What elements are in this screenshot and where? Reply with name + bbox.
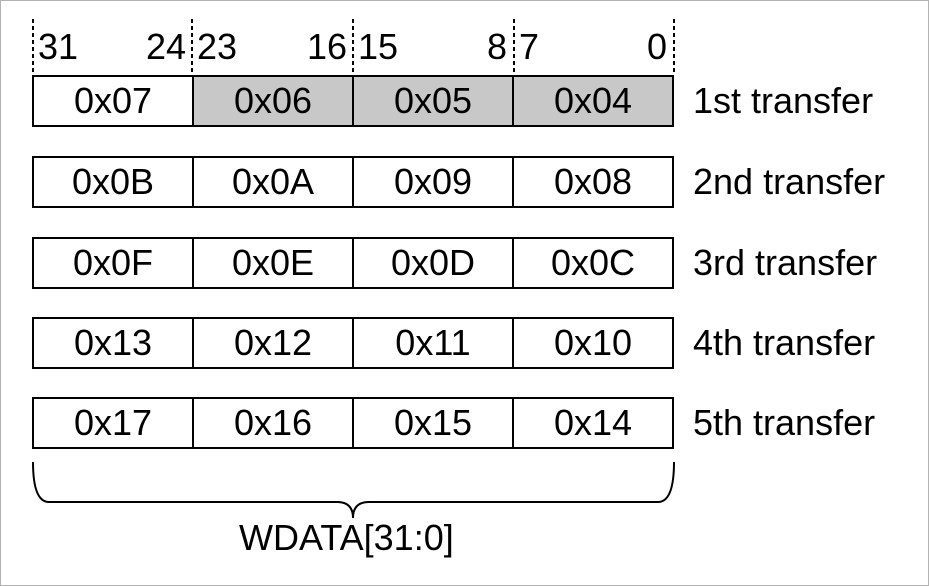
transfer-row-5: 0x17 0x16 0x15 0x14 xyxy=(32,397,674,449)
transfer-label-2: 2nd transfer xyxy=(693,161,886,202)
byte-cell: 0x0F xyxy=(72,242,154,283)
byte-cell: 0x04 xyxy=(512,77,672,125)
byte-cell: 0x09 xyxy=(352,158,512,206)
transfer-row-2: 0x0B 0x0A 0x09 0x08 xyxy=(32,156,674,208)
byte-cell: 0x0D xyxy=(352,239,512,287)
byte-cell: 0x10 xyxy=(512,319,672,367)
transfer-row-3: 0x0F 0x0E 0x0D 0x0C xyxy=(32,237,674,289)
byte-cell: 0x0A xyxy=(192,158,352,206)
bit-label-24: 24 xyxy=(146,26,187,67)
bit-label-15: 15 xyxy=(358,26,399,67)
byte-cell: 0x14 xyxy=(512,399,672,447)
byte-cell: 0x07 xyxy=(73,80,153,121)
byte-cell: 0x0C xyxy=(512,239,672,287)
transfer-row-4: 0x13 0x12 0x11 0x10 xyxy=(32,317,674,369)
bus-label: WDATA[31:0] xyxy=(239,517,454,558)
bit-label-0: 0 xyxy=(647,26,668,67)
transfer-label-3: 3rd transfer xyxy=(693,242,878,283)
byte-cell: 0x15 xyxy=(352,399,512,447)
bit-label-7: 7 xyxy=(519,26,540,67)
byte-cell: 0x05 xyxy=(352,77,512,125)
transfer-label-5: 5th transfer xyxy=(693,402,876,443)
bit-label-8: 8 xyxy=(487,26,508,67)
byte-cell: 0x0B xyxy=(71,161,155,202)
bit-label-16: 16 xyxy=(307,26,348,67)
byte-cell: 0x16 xyxy=(192,399,352,447)
byte-cell: 0x11 xyxy=(352,319,512,367)
bus-brace xyxy=(32,461,675,519)
byte-cell: 0x12 xyxy=(192,319,352,367)
byte-cell: 0x0E xyxy=(192,239,352,287)
bit-label-31: 31 xyxy=(38,26,79,67)
byte-cell: 0x17 xyxy=(73,402,153,443)
transfer-label-4: 4th transfer xyxy=(693,322,876,363)
transfer-label-1: 1st transfer xyxy=(693,80,874,121)
transfer-row-1: 0x07 0x06 0x05 0x04 xyxy=(32,75,674,127)
byte-cell: 0x06 xyxy=(192,77,352,125)
byte-cell: 0x08 xyxy=(512,158,672,206)
byte-cell: 0x13 xyxy=(73,322,153,363)
bit-label-23: 23 xyxy=(197,26,238,67)
